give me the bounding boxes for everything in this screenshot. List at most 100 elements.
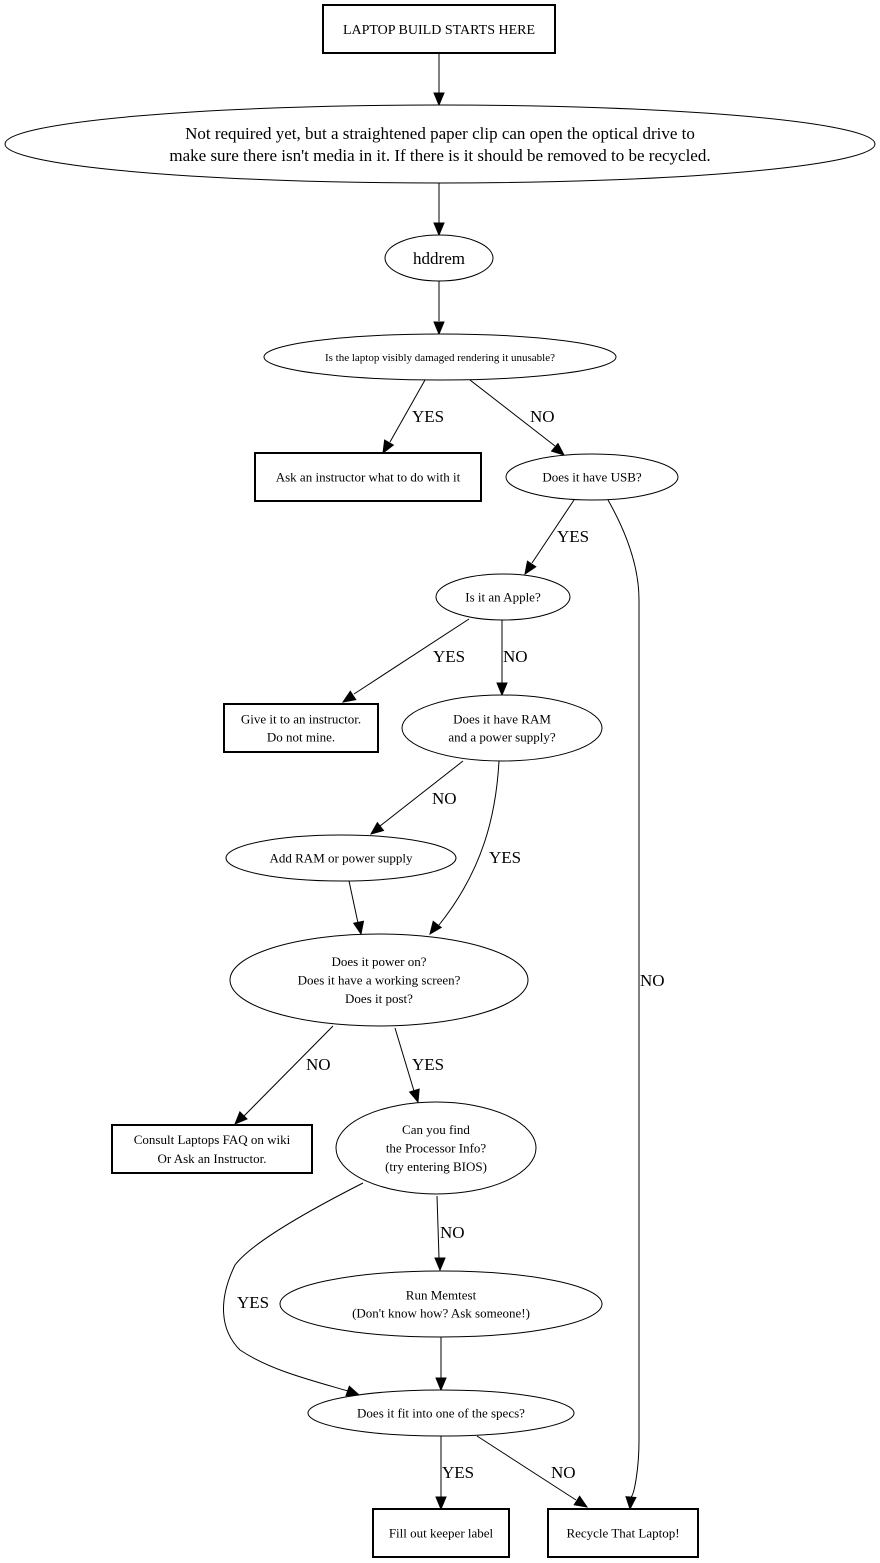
- node-text: Ask an instructor what to do with it: [276, 470, 461, 485]
- box-shape: [322, 4, 556, 54]
- node-text: Recycle That Laptop!: [566, 1526, 679, 1541]
- node-keeper: Fill out keeper label: [372, 1508, 510, 1558]
- edge-label-yes: YES: [557, 527, 589, 546]
- nodes: LAPTOP BUILD STARTS HERE Not required yet…: [4, 4, 876, 1558]
- edge-line: [469, 379, 556, 447]
- edge-label-yes: YES: [442, 1463, 474, 1482]
- edge-line: [243, 1025, 334, 1117]
- box-shape: [111, 1124, 313, 1174]
- box-shape: [547, 1508, 699, 1558]
- box-shape: [372, 1508, 510, 1558]
- node-text: Fill out keeper label: [389, 1526, 494, 1541]
- arrowhead-icon: [429, 920, 443, 936]
- edge-line: [436, 1195, 440, 1259]
- edge-power-on-to-consult-faq: [234, 1025, 334, 1125]
- edge-apple-to-give-instructor: [341, 618, 470, 703]
- box-shape: [223, 703, 379, 753]
- node-text: make sure there isn't media in it. If th…: [169, 146, 710, 165]
- edge-line: [379, 760, 464, 827]
- node-give-instructor: Give it to an instructor.Do not mine.: [223, 703, 379, 753]
- edge-label-no: NO: [503, 647, 528, 666]
- node-text: Do not mine.: [267, 730, 335, 745]
- edge-ram-psu-to-power-on: [429, 760, 500, 936]
- edge-line: [476, 1435, 577, 1501]
- arrowhead-icon: [573, 1495, 589, 1508]
- node-text: Is the laptop visibly damaged rendering …: [325, 352, 555, 364]
- node-ask-instructor: Ask an instructor what to do with it: [254, 452, 482, 502]
- edge-label-yes: YES: [489, 848, 521, 867]
- edge-line: [394, 1027, 415, 1092]
- edge-add-ram-to-power-on: [348, 880, 365, 936]
- ellipse-shape: [263, 333, 617, 381]
- node-text: Run Memtest: [406, 1288, 477, 1303]
- edge-line: [223, 1182, 364, 1392]
- ellipse-shape: [279, 1270, 603, 1338]
- node-text: (Don't know how? Ask someone!): [352, 1306, 530, 1321]
- ellipse-shape: [335, 1101, 537, 1195]
- node-recycle: Recycle That Laptop!: [547, 1508, 699, 1558]
- arrowhead-icon: [408, 1088, 420, 1104]
- node-text: Does it have a working screen?: [298, 973, 461, 988]
- node-text: Add RAM or power supply: [270, 851, 413, 866]
- arrowhead-icon: [234, 1111, 248, 1125]
- edge-label-no: NO: [440, 1223, 465, 1242]
- node-power-on: Does it power on?Does it have a working …: [229, 933, 529, 1027]
- edge-damaged-to-ask-instructor: [382, 379, 426, 455]
- edge-power-on-to-processor: [394, 1027, 420, 1104]
- edge-line: [389, 379, 426, 443]
- edge-start-to-paperclip: [433, 53, 445, 107]
- node-start: LAPTOP BUILD STARTS HERE: [322, 4, 556, 54]
- edge-ram-psu-to-add-ram: [369, 760, 464, 835]
- node-text: Is it an Apple?: [465, 590, 541, 605]
- edge-line: [438, 760, 500, 926]
- arrowhead-icon: [433, 321, 445, 336]
- edge-processor-to-memtest: [434, 1195, 446, 1272]
- node-damaged: Is the laptop visibly damaged rendering …: [263, 333, 617, 381]
- node-text: Does it have RAM: [453, 712, 551, 727]
- node-paperclip: Not required yet, but a straightened pap…: [4, 104, 876, 184]
- arrowhead-icon: [382, 439, 395, 455]
- node-hddrem: hddrem: [384, 234, 494, 282]
- node-ram-psu: Does it have RAM and a power supply?: [401, 694, 603, 762]
- edge-line: [531, 499, 575, 564]
- arrowhead-icon: [433, 92, 445, 107]
- edge-label-yes: YES: [412, 407, 444, 426]
- ellipse-shape: [307, 1389, 575, 1437]
- ellipse-shape: [225, 834, 457, 882]
- node-add-ram: Add RAM or power supply: [225, 834, 457, 882]
- edge-usb-to-recycle: [607, 499, 640, 1511]
- edge-label-no: NO: [640, 971, 665, 990]
- node-memtest: Run Memtest (Don't know how? Ask someone!…: [279, 1270, 603, 1338]
- box-shape: [254, 452, 482, 502]
- edge-paperclip-to-hddrem: [433, 183, 445, 237]
- edges: [223, 53, 640, 1511]
- node-text: the Processor Info?: [386, 1141, 487, 1156]
- edge-label-yes: YES: [412, 1055, 444, 1074]
- arrowhead-icon: [341, 690, 357, 703]
- arrowhead-icon: [550, 442, 565, 456]
- edge-apple-to-ram-psu: [496, 620, 508, 697]
- edge-specs-to-recycle: [476, 1435, 589, 1508]
- node-text: hddrem: [413, 249, 465, 268]
- node-usb: Does it have USB?: [505, 453, 679, 501]
- edge-label-yes: YES: [433, 647, 465, 666]
- edge-label-yes: YES: [237, 1293, 269, 1312]
- ellipse-shape: [384, 234, 494, 282]
- edge-damaged-to-usb: [469, 379, 565, 456]
- node-text: LAPTOP BUILD STARTS HERE: [343, 23, 535, 38]
- edge-line: [607, 499, 640, 1498]
- edge-line: [353, 618, 470, 695]
- ellipse-shape: [229, 933, 529, 1027]
- arrowhead-icon: [524, 560, 537, 576]
- node-text: Does it have USB?: [542, 470, 642, 485]
- node-text: and a power supply?: [448, 730, 555, 745]
- arrowhead-icon: [345, 1385, 361, 1397]
- node-text: Not required yet, but a straightened pap…: [185, 124, 695, 143]
- ellipse-shape: [505, 453, 679, 501]
- edge-hddrem-to-damaged: [433, 281, 445, 336]
- node-text: Can you find: [402, 1122, 470, 1137]
